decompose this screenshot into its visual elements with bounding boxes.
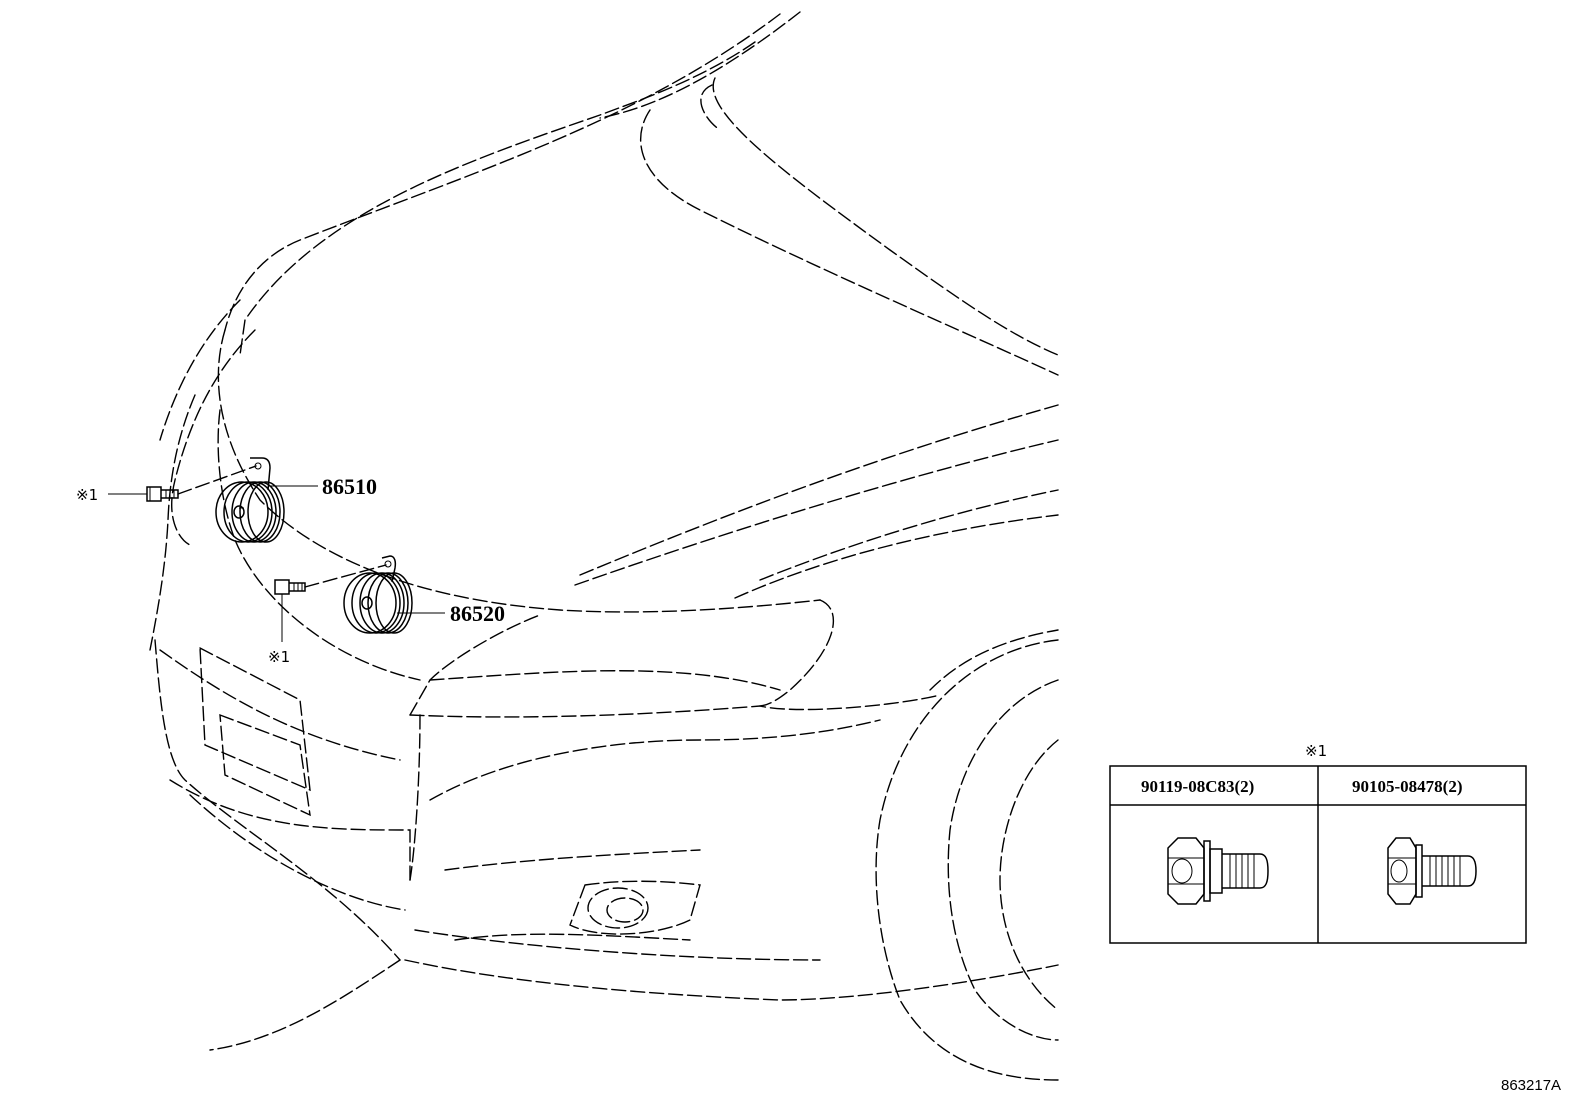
table-header-col-1: 90119-08C83(2)	[1141, 777, 1254, 796]
table-header-col-2: 90105-08478(2)	[1352, 777, 1462, 796]
leader-lines	[108, 465, 445, 642]
diagram-code: 863217A	[1501, 1077, 1561, 1094]
callout-86510: 86510	[322, 474, 377, 499]
vehicle-outline	[149, 11, 1059, 1081]
fastener-table: ※1 90119-08C83(2) 90105-08478(2)	[1109, 742, 1527, 944]
horn-86510	[215, 457, 285, 543]
bolt-lower	[274, 579, 306, 595]
callout-86520: 86520	[450, 601, 505, 626]
bolt-ref-lower: ※1	[268, 648, 290, 666]
table-ref-mark: ※1	[1305, 742, 1327, 760]
bolt-ref-upper: ※1	[76, 486, 98, 504]
horn-86520	[343, 555, 413, 634]
flange-bolt-icon	[1387, 837, 1477, 905]
bolt-with-washer-icon	[1167, 837, 1269, 905]
